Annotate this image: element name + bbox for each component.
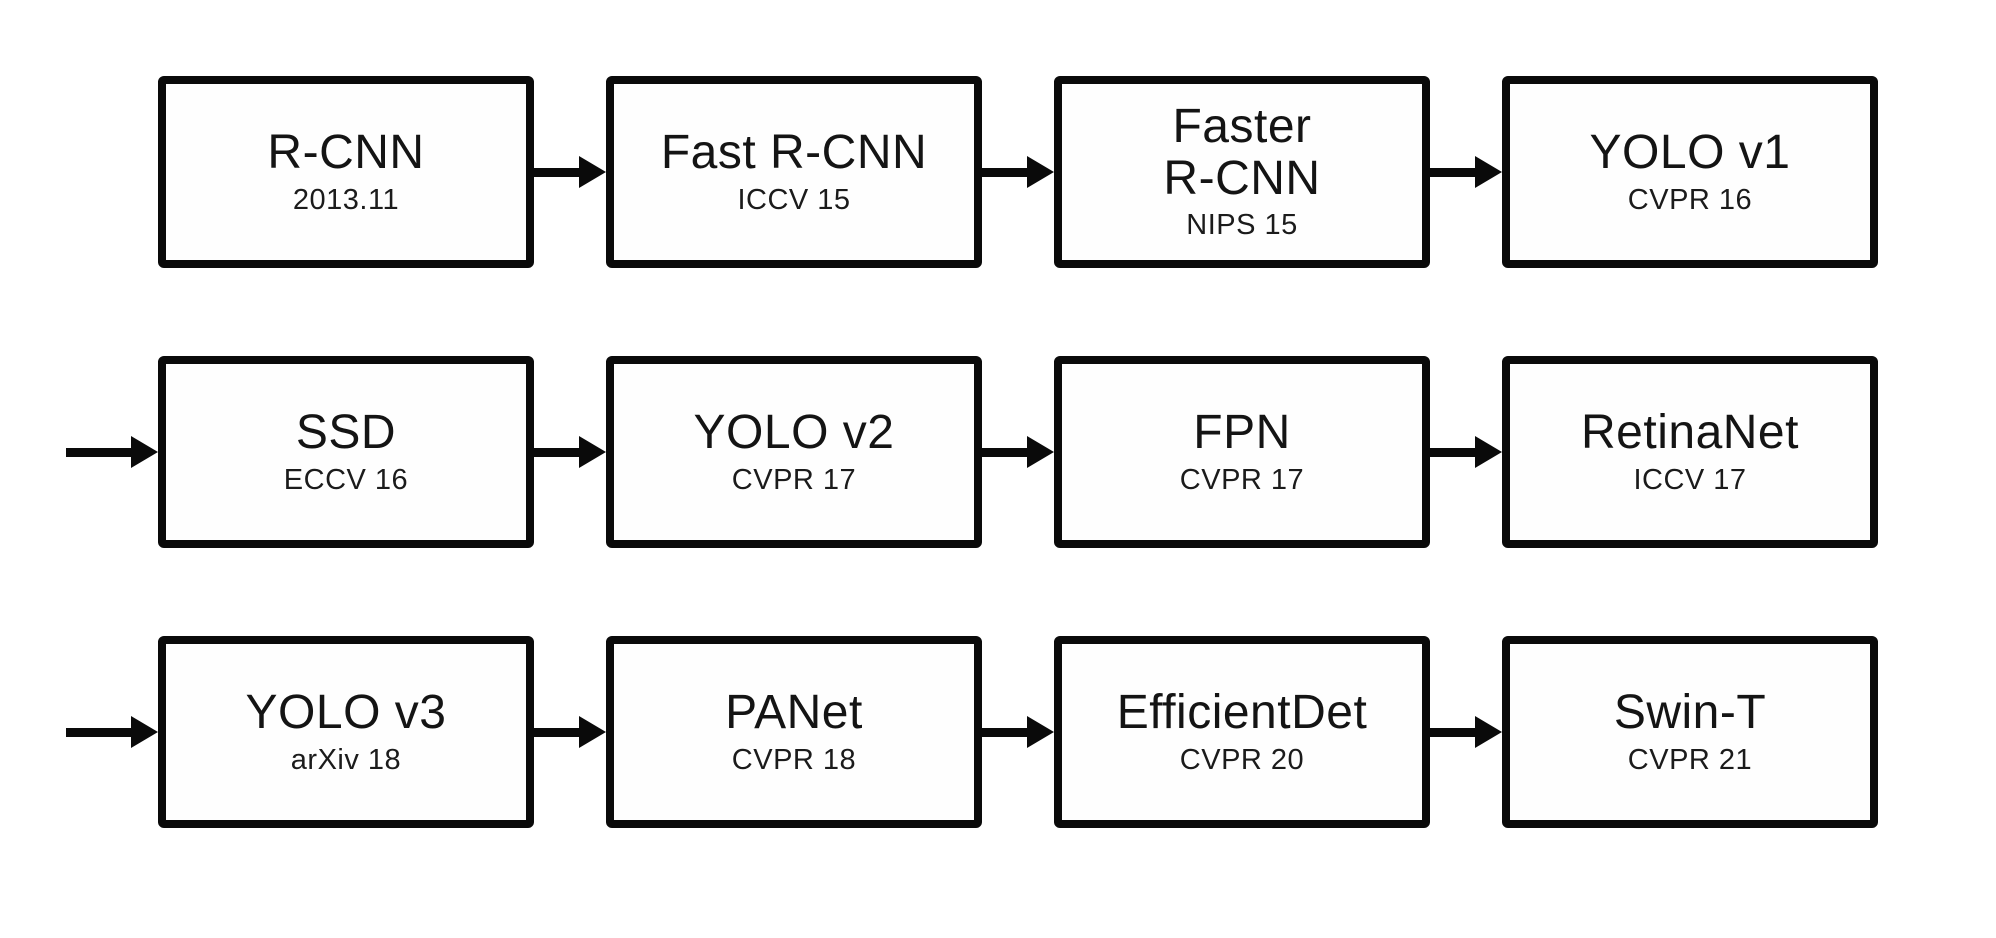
arrow-right-icon: [982, 76, 1054, 268]
diagram-row-3: YOLO v3 arXiv 18 PANet CVPR 18 Efficient…: [66, 636, 1878, 828]
node-retinanet: RetinaNet ICCV 17: [1502, 356, 1878, 548]
node-venue: 2013.11: [292, 183, 400, 216]
node-venue: CVPR 20: [1179, 743, 1305, 776]
node-yolo-v2: YOLO v2 CVPR 17: [606, 356, 982, 548]
node-title: YOLO v1: [1589, 125, 1791, 179]
arrow-line: [534, 727, 579, 737]
arrow-line: [1430, 167, 1475, 177]
node-title: RetinaNet: [1581, 405, 1799, 459]
arrow-right-icon: [1430, 356, 1502, 548]
node-title: Faster R-CNN: [1163, 99, 1321, 205]
node-title: FPN: [1193, 405, 1291, 459]
arrow-head: [1027, 716, 1054, 748]
node-title: YOLO v2: [693, 405, 895, 459]
node-title: Swin-T: [1613, 685, 1767, 739]
arrow-head: [1475, 716, 1502, 748]
node-title: PANet: [725, 685, 863, 739]
node-efficientdet: EfficientDet CVPR 20: [1054, 636, 1430, 828]
node-panet: PANet CVPR 18: [606, 636, 982, 828]
node-venue: ICCV 17: [1633, 463, 1747, 496]
node-ssd: SSD ECCV 16: [158, 356, 534, 548]
node-fast-r-cnn: Fast R-CNN ICCV 15: [606, 76, 982, 268]
node-title: R-CNN: [267, 125, 425, 179]
node-yolo-v1: YOLO v1 CVPR 16: [1502, 76, 1878, 268]
diagram-row-2: SSD ECCV 16 YOLO v2 CVPR 17 FPN CVPR 17 …: [66, 356, 1878, 548]
node-title: SSD: [295, 405, 397, 459]
node-title: YOLO v3: [245, 685, 447, 739]
node-venue: arXiv 18: [290, 743, 402, 776]
arrow-head: [1027, 436, 1054, 468]
arrow-line: [1430, 727, 1475, 737]
node-r-cnn: R-CNN 2013.11: [158, 76, 534, 268]
diagram-row-1: R-CNN 2013.11 Fast R-CNN ICCV 15 Faster …: [66, 76, 1878, 268]
arrow-head: [131, 436, 158, 468]
node-venue: CVPR 21: [1627, 743, 1753, 776]
arrow-line: [982, 727, 1027, 737]
arrow-head: [1475, 436, 1502, 468]
node-faster-r-cnn: Faster R-CNN NIPS 15: [1054, 76, 1430, 268]
node-venue: CVPR 17: [1179, 463, 1305, 496]
arrow-line: [534, 167, 579, 177]
arrow-right-icon: [1430, 76, 1502, 268]
arrow-right-icon: [534, 356, 606, 548]
arrow-right-icon: [982, 356, 1054, 548]
arrow-line: [66, 727, 131, 737]
arrow-head: [131, 716, 158, 748]
arrow-right-icon: [534, 636, 606, 828]
arrow-head: [579, 716, 606, 748]
arrow-line: [66, 447, 131, 457]
arrow-right-icon: [982, 636, 1054, 828]
incoming-arrow-icon: [66, 636, 158, 828]
node-title: EfficientDet: [1116, 685, 1368, 739]
arrow-line: [982, 447, 1027, 457]
node-title: Fast R-CNN: [660, 125, 928, 179]
node-venue: CVPR 16: [1627, 183, 1753, 216]
node-yolo-v3: YOLO v3 arXiv 18: [158, 636, 534, 828]
node-venue: ICCV 15: [737, 183, 851, 216]
node-venue: CVPR 18: [731, 743, 857, 776]
arrow-right-icon: [534, 76, 606, 268]
node-venue: NIPS 15: [1186, 209, 1298, 242]
arrow-line: [1430, 447, 1475, 457]
node-fpn: FPN CVPR 17: [1054, 356, 1430, 548]
node-swin-t: Swin-T CVPR 21: [1502, 636, 1878, 828]
arrow-right-icon: [1430, 636, 1502, 828]
node-venue: CVPR 17: [731, 463, 857, 496]
arrow-head: [579, 156, 606, 188]
arrow-line: [534, 447, 579, 457]
arrow-head: [1027, 156, 1054, 188]
node-venue: ECCV 16: [283, 463, 409, 496]
arrow-head: [579, 436, 606, 468]
incoming-arrow-icon: [66, 356, 158, 548]
arrow-head: [1475, 156, 1502, 188]
arrow-line: [982, 167, 1027, 177]
